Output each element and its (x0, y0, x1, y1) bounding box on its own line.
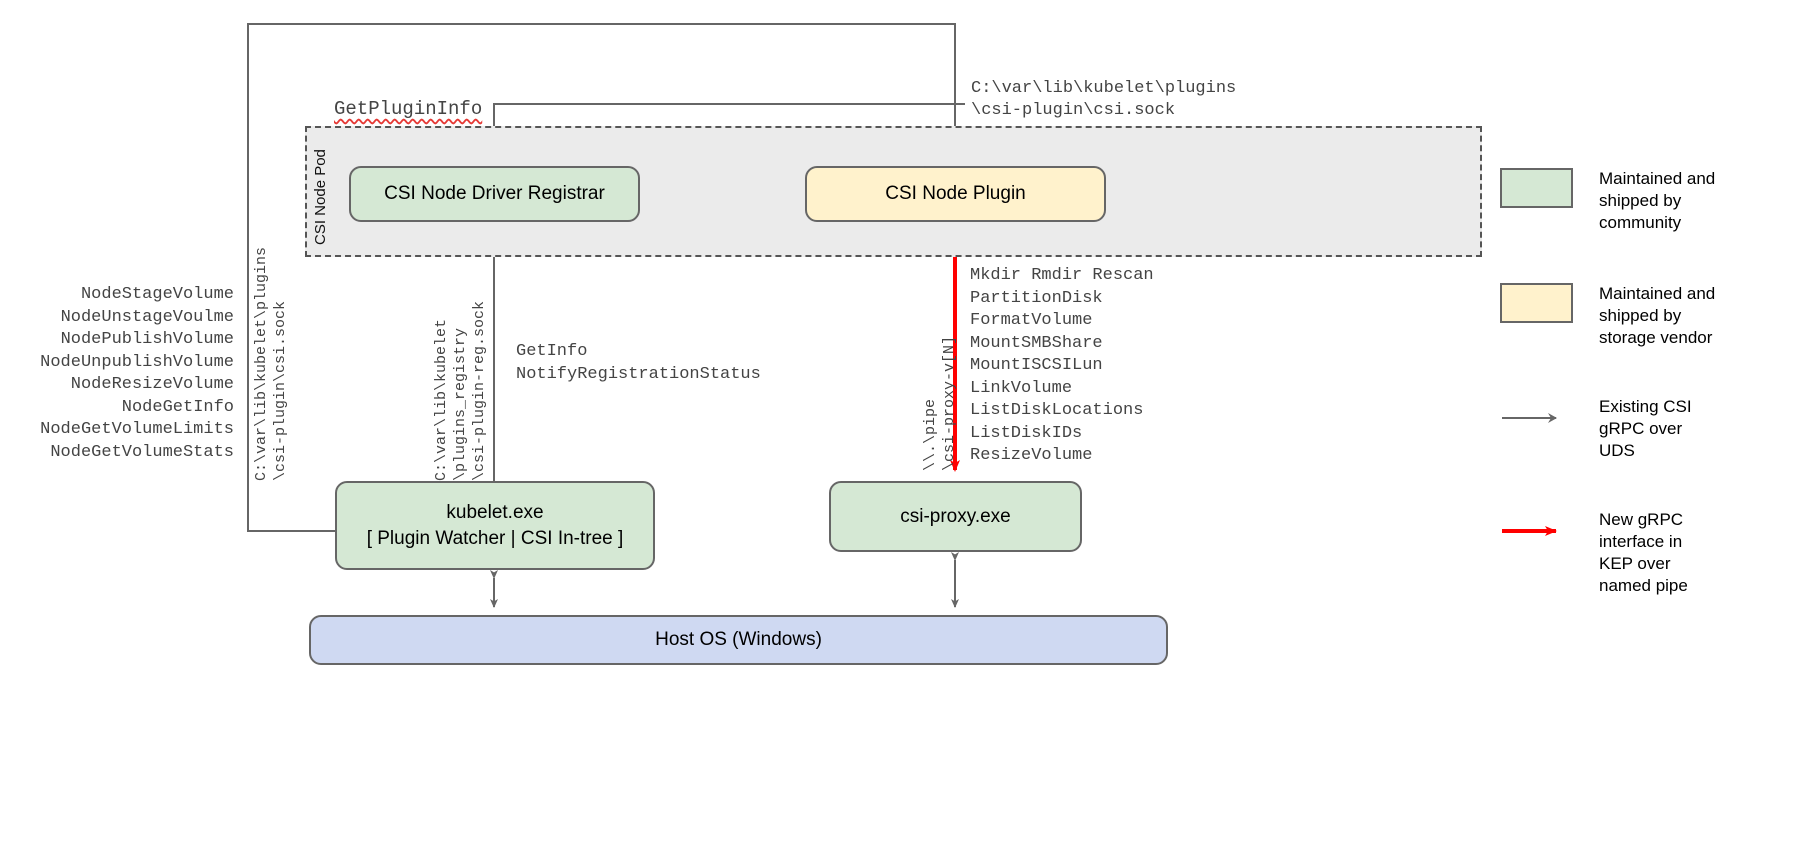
node-api-item: NodeStageVolume (80, 285, 234, 304)
node-box-csi-proxy-exe[interactable]: csi-proxy.exe (829, 481, 1082, 552)
label-csi-sock-path: C:\var\lib\kubelet\plugins \csi-plugin\c… (971, 79, 1237, 120)
node-box-csi-node-plugin[interactable]: CSI Node Plugin (805, 166, 1106, 222)
node-box-host-os[interactable]: Host OS (Windows) (309, 615, 1168, 665)
label-get-plugin-info: GetPluginInfo (334, 98, 483, 120)
node-api-item: NodeGetVolumeLimits (40, 420, 234, 439)
node-api-item: NodeGetVolumeStats (50, 442, 234, 462)
csi-proxy-api-item: FormatVolume (970, 311, 1093, 330)
csi-proxy-api-item: ListDiskLocations (970, 401, 1144, 420)
label-registry-sock-path: C:\var\lib\kubelet \plugins_registry \cs… (433, 300, 488, 481)
registration-api-item: NotifyRegistrationStatus (516, 364, 761, 384)
label-node-csi-sock-path: C:\var\lib\kubelet\plugins \csi-plugin\c… (253, 246, 289, 481)
legend-item: Maintained and shipped by community (1500, 168, 1810, 234)
legend-color-swatch (1500, 283, 1573, 323)
legend-item-label: New gRPC interface in KEP over named pip… (1599, 510, 1688, 595)
legend-item-label: Maintained and shipped by community (1599, 169, 1716, 232)
node-api-item: NodeResizeVolume (70, 375, 234, 394)
csi-proxy-api-item: LinkVolume (970, 378, 1073, 398)
label-named-pipe-path: \\.\pipe \csi-proxy-v[N] (922, 335, 958, 471)
csi-proxy-api-item: MountISCSILun (970, 356, 1103, 375)
legend-item: Existing CSI gRPC over UDS (1500, 396, 1810, 462)
node-api-item: NodeUnstageVoulme (60, 307, 234, 327)
legend-arrow-icon (1500, 509, 1573, 549)
csi-proxy-api-item: MountSMBShare (970, 333, 1103, 353)
kubelet-title: kubelet.exe (446, 501, 544, 523)
legend-arrow-icon (1500, 396, 1573, 436)
legend-color-swatch (1500, 168, 1573, 208)
csi-proxy-api-item: PartitionDisk (970, 288, 1103, 308)
csi-node-pod-label: CSI Node Pod (312, 149, 329, 246)
node-api-item: NodeUnpublishVolume (40, 352, 234, 372)
csi-proxy-api-item: Mkdir Rmdir Rescan (970, 266, 1154, 285)
node-box-csi-node-driver-registrar[interactable]: CSI Node Driver Registrar (349, 166, 640, 222)
node-box-kubelet-exe[interactable]: kubelet.exe [ Plugin Watcher | CSI In-tr… (335, 481, 655, 570)
node-api-item: NodePublishVolume (60, 330, 234, 349)
registration-api-item: GetInfo (516, 342, 588, 361)
node-api-item: NodeGetInfo (121, 397, 234, 417)
csi-proxy-api-item: ListDiskIDs (970, 423, 1083, 443)
kubelet-subtitle: [ Plugin Watcher | CSI In-tree ] (366, 527, 624, 549)
csi-proxy-api-item: ResizeVolume (970, 446, 1093, 465)
legend-item: New gRPC interface in KEP over named pip… (1500, 509, 1810, 597)
legend-item-label: Maintained and shipped by storage vendor (1599, 284, 1716, 347)
legend-item: Maintained and shipped by storage vendor (1500, 283, 1810, 349)
legend-item-label: Existing CSI gRPC over UDS (1599, 397, 1692, 460)
